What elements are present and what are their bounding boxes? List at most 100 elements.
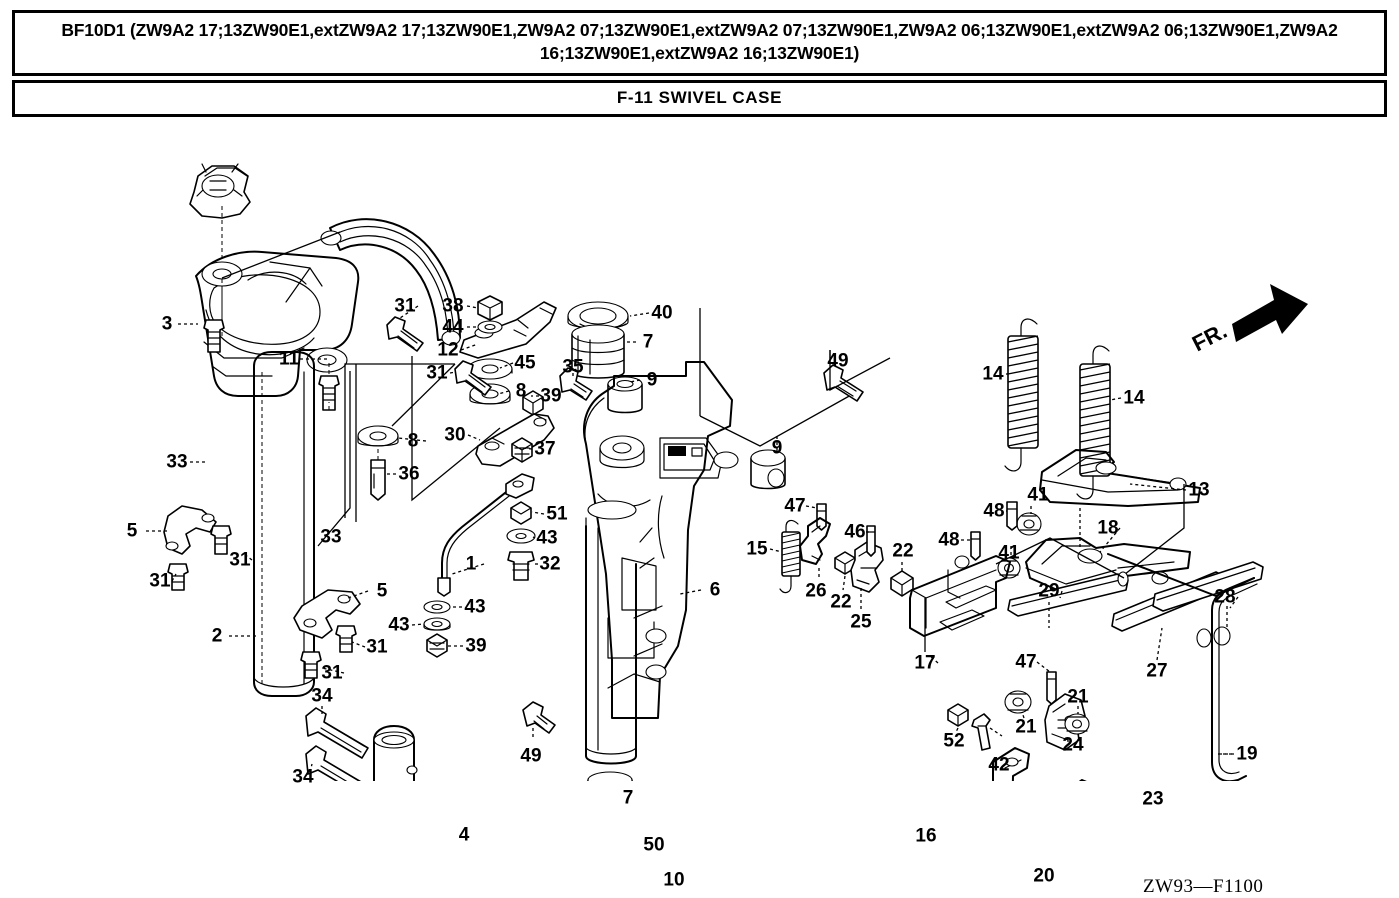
callout-number: 9 <box>646 369 658 391</box>
part-39-nut-b <box>426 633 448 658</box>
callout-number: 31 <box>229 549 251 571</box>
part-52-nut <box>947 703 969 727</box>
part-44-washer <box>477 320 503 334</box>
callout-number: 37 <box>534 438 556 460</box>
part-21-bushings <box>1004 690 1090 735</box>
page-title: BF10D1 (ZW9A2 17;13ZW90E1,extZW9A2 17;13… <box>12 10 1387 76</box>
callout-number: 43 <box>536 527 558 549</box>
part-34-long-bolts <box>305 707 369 781</box>
header: BF10D1 (ZW9A2 17;13ZW90E1,extZW9A2 17;13… <box>12 10 1387 117</box>
callout-number: 14 <box>1123 387 1145 409</box>
part-31-bolt-top-b <box>454 360 492 396</box>
callout-number: 2 <box>211 625 223 647</box>
part-5-bracket-a <box>163 505 217 555</box>
callout-number: 43 <box>464 596 486 618</box>
callout-number: 41 <box>1027 484 1049 506</box>
part-15-spring <box>779 519 801 594</box>
callout-number: 49 <box>520 745 542 767</box>
callout-number: 40 <box>651 302 673 324</box>
part-36-pin <box>370 459 386 501</box>
callout-number: 33 <box>320 526 342 548</box>
callout-number: 32 <box>539 553 561 575</box>
part-47-pin-a <box>816 503 827 531</box>
callout-number: 14 <box>982 363 1004 385</box>
callout-number: 49 <box>827 350 849 372</box>
callout-number: 1 <box>465 553 477 575</box>
part-30-plate <box>475 413 555 467</box>
callout-number: 3 <box>161 313 173 335</box>
callout-number: 22 <box>830 591 852 613</box>
part-19-hook <box>1107 553 1258 781</box>
callout-number: 31 <box>149 570 171 592</box>
part-43-washer-a <box>506 528 536 544</box>
part-22-nut-b <box>890 570 914 597</box>
part-37-nut <box>511 437 533 463</box>
callout-number: 48 <box>938 529 960 551</box>
callout-number: 9 <box>771 437 783 459</box>
part-14-spring-a <box>1004 318 1039 472</box>
part-28-rod <box>1152 561 1264 646</box>
callout-number: 16 <box>915 825 937 847</box>
callout-number: 43 <box>388 614 410 636</box>
callout-number: 39 <box>465 635 487 657</box>
callout-number: 15 <box>746 538 768 560</box>
callout-number: 31 <box>394 295 416 317</box>
callout-number: 7 <box>622 787 634 809</box>
leader-lines <box>146 305 1239 755</box>
callout-number: 5 <box>376 580 388 602</box>
callout-number: 48 <box>983 500 1005 522</box>
part-40-seal <box>567 301 629 331</box>
callout-number: 41 <box>998 542 1020 564</box>
callout-number: 34 <box>311 685 333 707</box>
part-26-clip <box>799 517 831 565</box>
callout-number: 28 <box>1214 586 1236 608</box>
part-35-bolt <box>559 367 593 401</box>
exploded-parts-drawing: .o{fill:none;stroke:#000;stroke-width:2;… <box>146 163 1308 781</box>
callout-number: 39 <box>540 385 562 407</box>
part-1-rod <box>437 473 535 597</box>
part-4-motor <box>373 725 418 781</box>
callout-number: 11 <box>278 348 300 370</box>
callout-number: 22 <box>892 540 914 562</box>
callout-number: 12 <box>437 339 459 361</box>
callout-number: 4 <box>458 824 470 846</box>
callout-number: 47 <box>1015 651 1037 673</box>
callout-number: 21 <box>1067 686 1089 708</box>
callout-number: 19 <box>1236 743 1258 765</box>
part-6-swivel-case <box>583 361 739 765</box>
callout-number: 18 <box>1097 517 1119 539</box>
part-20-links <box>992 747 1087 781</box>
part-38-nut <box>477 295 503 321</box>
callout-number: 50 <box>643 834 665 856</box>
parts-diagram: .o{fill:none;stroke:#000;stroke-width:2;… <box>0 128 1399 897</box>
callout-number: 17 <box>914 652 936 674</box>
callout-number: 46 <box>844 521 866 543</box>
callout-number: 34 <box>292 766 314 788</box>
diagram-code: ZW93—F1100 <box>1143 876 1264 897</box>
part-9-bushing-a <box>607 376 643 414</box>
callout-number: 33 <box>166 451 188 473</box>
part-29-rod <box>1007 571 1129 617</box>
part-7-bushing-lower <box>587 771 633 781</box>
callout-number: 31 <box>426 362 448 384</box>
callout-number: 51 <box>546 503 568 525</box>
callout-number: 30 <box>444 424 466 446</box>
callout-number: 29 <box>1038 580 1060 602</box>
part-12-arm <box>459 301 557 359</box>
part-13-bracket <box>1039 449 1201 507</box>
part-43-washer-b <box>423 600 451 614</box>
part-42-pin <box>971 713 991 751</box>
callout-number: 7 <box>642 331 654 353</box>
callout-number: 5 <box>126 520 138 542</box>
callout-number: 31 <box>366 636 388 658</box>
callout-number: 20 <box>1033 865 1055 887</box>
callout-number: 24 <box>1062 734 1084 756</box>
part-31-bolts <box>167 525 357 679</box>
callout-number: 26 <box>805 580 827 602</box>
callout-number: 38 <box>442 295 464 317</box>
callout-number: 8 <box>407 430 419 452</box>
part-31-bolt-top-a <box>386 316 424 352</box>
callout-number: 21 <box>1015 716 1037 738</box>
part-33-bolts <box>203 319 340 411</box>
callout-number: 10 <box>663 869 685 891</box>
